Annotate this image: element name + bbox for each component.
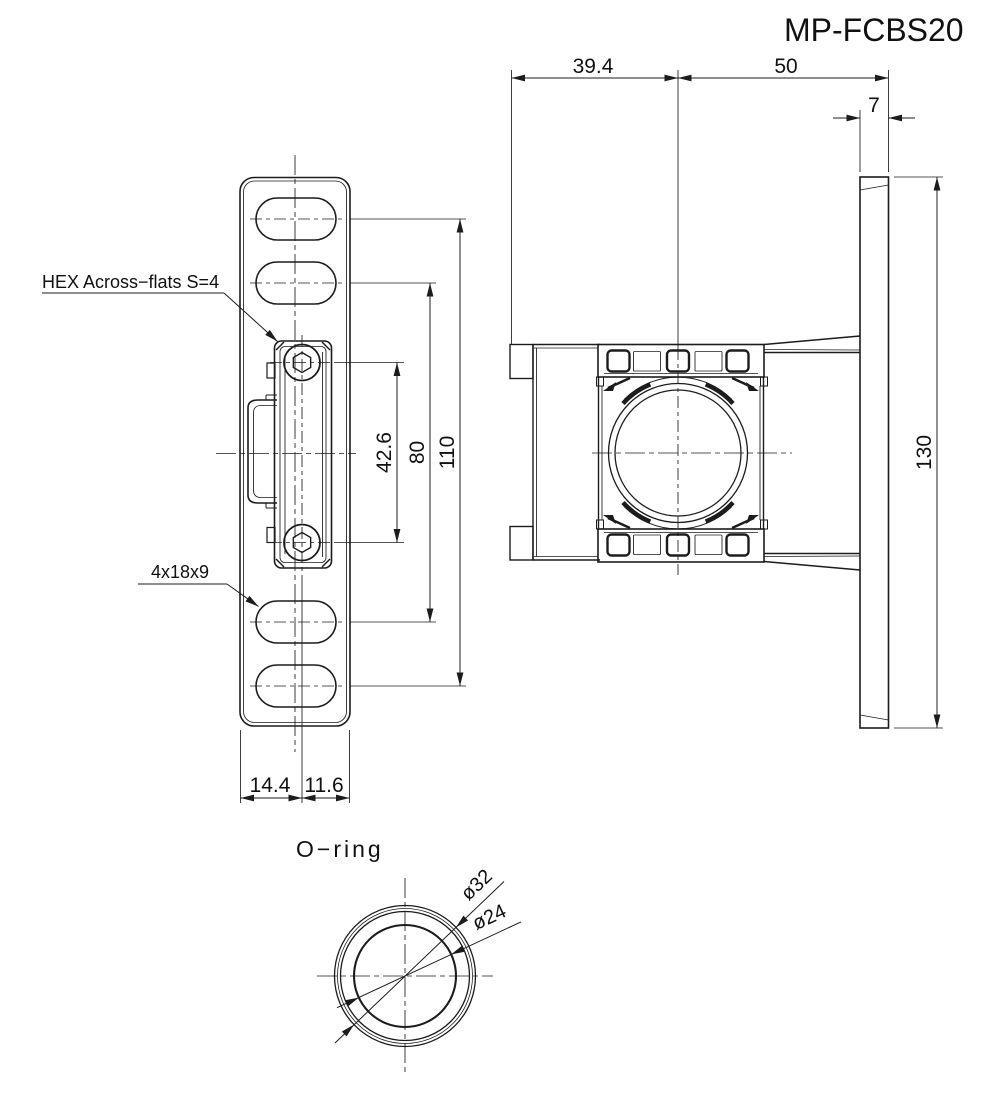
- side-flange-plate: [859, 176, 890, 729]
- clamp-tab-top: [266, 362, 276, 379]
- dim-screw-pitch: 42.6: [373, 432, 396, 473]
- side-dim-thickness: 7: [833, 94, 915, 172]
- side-left-face: [509, 343, 600, 561]
- clamp-side-handle: [247, 394, 277, 509]
- dim-flange-height: 130: [913, 435, 936, 470]
- clamp-chamfer-br: [321, 558, 331, 568]
- dim-flange-thickness: 7: [868, 94, 880, 117]
- dim-body-depth: 39.4: [573, 55, 614, 78]
- oring-dim-outer: ø32: [334, 865, 505, 1044]
- hex-screw-top: [283, 343, 321, 382]
- dim-width-right: 11.6: [304, 774, 343, 797]
- clamp-bore: [607, 376, 749, 530]
- oring-centerlines: [317, 878, 493, 1074]
- oring-label: O−ring: [296, 836, 384, 862]
- front-view: HEX Across−flats S=4 4x18x9 42.6: [42, 155, 466, 803]
- oring-detail: O−ring ø32 ø24: [296, 836, 522, 1074]
- side-view: 39.4 50 7 130: [509, 55, 943, 729]
- side-arms: [763, 335, 861, 571]
- front-slots: [255, 197, 337, 708]
- slot-leader: 4x18x9: [138, 562, 261, 610]
- front-dims-vertical: 42.6 80 110: [338, 218, 466, 687]
- dim-slot-pitch-inner: 80: [406, 441, 429, 464]
- clamp-hooks: [603, 376, 759, 530]
- hex-screw-bottom: [283, 523, 321, 562]
- front-clamp-block: [247, 340, 333, 569]
- clamp-chamfer-tr: [321, 341, 331, 351]
- slot-label: 4x18x9: [151, 562, 209, 582]
- side-dims-top: 39.4 50: [511, 55, 889, 344]
- dim-slot-pitch-outer: 110: [436, 436, 459, 469]
- clamp-tab-bottom: [266, 526, 276, 544]
- side-centerlines: [592, 70, 792, 575]
- side-clamp-body: [596, 343, 768, 563]
- front-centerlines: [216, 155, 356, 803]
- dim-width-left: 14.4: [250, 774, 291, 797]
- side-dim-height: 130: [894, 176, 943, 729]
- front-dims-bottom: 14.4 11.6: [240, 730, 350, 803]
- dim-flange-offset: 50: [774, 55, 797, 78]
- hex-label: HEX Across−flats S=4: [42, 272, 219, 292]
- clamp-chamfer-bl: [275, 558, 285, 568]
- hex-leader: HEX Across−flats S=4: [42, 272, 280, 345]
- part-number-title: MP-FCBS20: [784, 12, 964, 48]
- dim-outer-dia: ø32: [457, 865, 497, 905]
- clamp-chamfer-tl: [275, 341, 285, 351]
